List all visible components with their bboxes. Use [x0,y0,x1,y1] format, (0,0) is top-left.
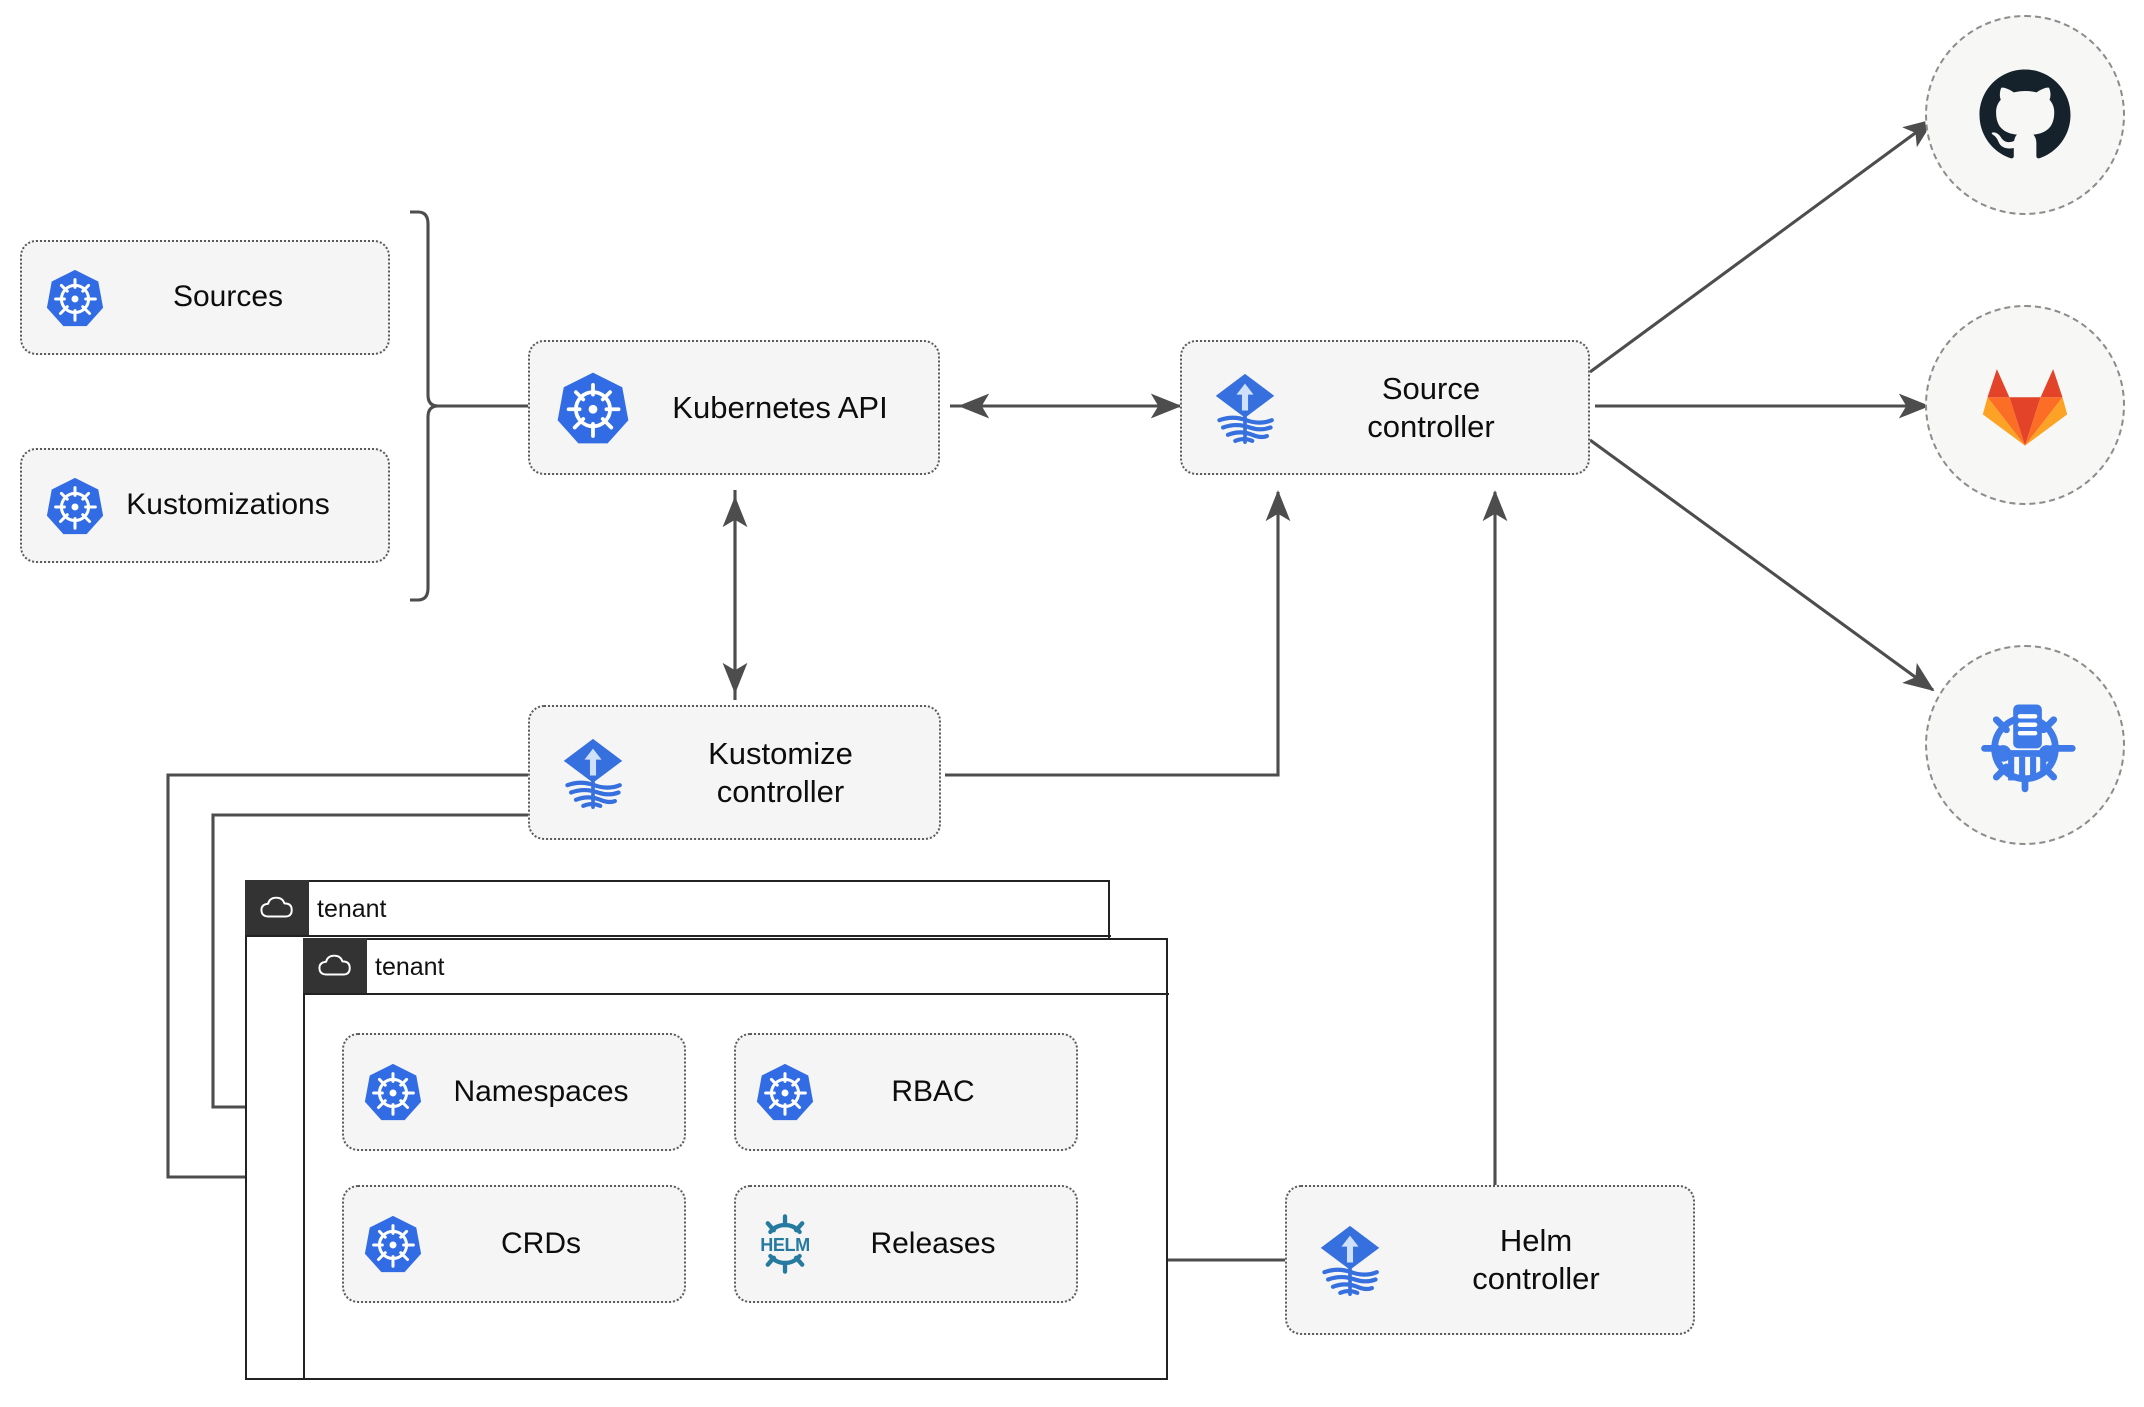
tenant-title: tenant [317,895,387,923]
node-kubernetes-api[interactable]: Kubernetes API [528,340,940,475]
tenant-resource-label: CRDs [501,1226,581,1260]
node-label: Kubernetes API [672,389,888,425]
flux-icon [1311,1221,1389,1299]
resource-card-label: Kustomizations [126,488,330,522]
resource-card-sources[interactable]: Sources [20,240,390,355]
external-source-github[interactable] [1925,15,2125,215]
cloud-icon [259,896,293,917]
tenant-resource-rbac[interactable]: RBAC [734,1033,1078,1151]
svg-text:HELM: HELM [760,1235,810,1255]
cloud-icon [317,954,351,975]
flux-icon [554,734,632,812]
tenant-resource-crds[interactable]: CRDs [342,1185,686,1303]
resource-card-label: Sources [172,280,284,314]
tenant-window-front[interactable]: tenant [302,937,1169,1380]
resource-card-kustomizations[interactable]: Kustomizations [20,448,390,563]
tenant-resource-releases[interactable]: HELM Releases [734,1185,1078,1303]
tenant-header-rule [244,934,1111,937]
flux-icon [1206,369,1284,447]
kubernetes-icon [362,1061,424,1123]
kubernetes-icon [44,267,106,329]
tenant-resource-label: Namespaces [453,1074,629,1108]
kubernetes-icon [754,1061,816,1123]
tenant-tab[interactable] [244,879,309,935]
kubernetes-icon [362,1213,424,1275]
tenant-header-rule [302,992,1169,995]
node-kustomize-controller[interactable]: Kustomize controller [528,705,941,840]
tenant-tab[interactable] [302,937,367,993]
github-icon [1979,69,2071,159]
helm-repo-icon [1981,704,2076,793]
tenant-resource-label: Releases [870,1226,996,1260]
tenant-title: tenant [375,953,445,981]
tenant-resource-label: RBAC [891,1074,975,1108]
node-label: Kustomize controller [708,735,853,809]
external-source-gitlab[interactable] [1925,305,2125,505]
node-source-controller[interactable]: Source controller [1180,340,1590,475]
node-helm-controller[interactable]: Helm controller [1285,1185,1695,1335]
node-label: Source controller [1367,370,1495,444]
node-label: Helm controller [1472,1223,1600,1296]
external-source-helm-repository[interactable] [1925,645,2125,845]
kubernetes-icon [554,369,632,447]
tenant-resource-namespaces[interactable]: Namespaces [342,1033,686,1151]
kubernetes-icon [44,475,106,537]
gitlab-icon [1982,369,2068,446]
helm-icon: HELM [754,1213,816,1275]
